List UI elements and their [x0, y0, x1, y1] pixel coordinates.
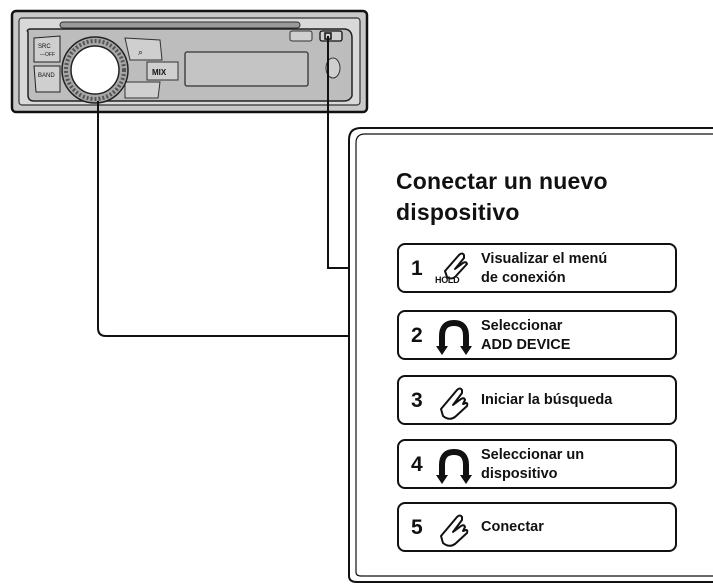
hold-label: HOLD [435, 275, 460, 285]
step-text-line1: Seleccionar un [481, 447, 585, 463]
step-number: 2 [411, 324, 423, 347]
panel-title: Conectar un nuevo dispositivo [396, 166, 696, 228]
mix-label: MIX [152, 68, 167, 77]
press-icon [440, 514, 469, 547]
cd-slot [59, 21, 301, 29]
step-text-line1: Seleccionar [481, 318, 563, 334]
step-number: 5 [411, 516, 423, 539]
step-text-line2: de conexión [481, 270, 566, 286]
src-label: SRC [38, 44, 51, 50]
step-4-box: 4 Seleccionar un dispositivo [397, 439, 677, 489]
step-text-line2: ADD DEVICE [481, 337, 571, 353]
step-2-box: 2 Seleccionar ADD DEVICE [397, 310, 677, 360]
step-text: Conectar [481, 519, 544, 535]
display [184, 51, 309, 87]
off-label: —OFF [40, 52, 55, 58]
step-number: 4 [411, 453, 423, 476]
step-text: Iniciar la búsqueda [481, 392, 613, 408]
search-glyph: ⌕ [138, 48, 143, 58]
step-text: Seleccionar ADD DEVICE [481, 317, 570, 355]
panel-title-line1: Conectar un nuevo [396, 168, 608, 194]
leader-line-step2 [97, 101, 398, 337]
step-number: 1 [411, 257, 423, 280]
step-text-line1: Visualizar el menú [481, 251, 608, 267]
rotate-dial-icon [436, 319, 472, 355]
rotate-dial-icon [436, 448, 472, 484]
step-1-box: 1 HOLD Visualizar el menú de conexión [397, 243, 677, 293]
press-icon [440, 387, 469, 420]
step-number: 3 [411, 389, 423, 412]
band-label: BAND [38, 73, 55, 79]
step-5-box: 5 Conectar [397, 502, 677, 552]
panel-title-line2: dispositivo [396, 199, 520, 225]
step-text-line2: dispositivo [481, 466, 558, 482]
step-text: Visualizar el menú de conexión [481, 250, 607, 288]
press-and-hold-icon [444, 252, 468, 280]
step-text: Seleccionar un dispositivo [481, 446, 584, 484]
step-3-box: 3 Iniciar la búsqueda [397, 375, 677, 425]
